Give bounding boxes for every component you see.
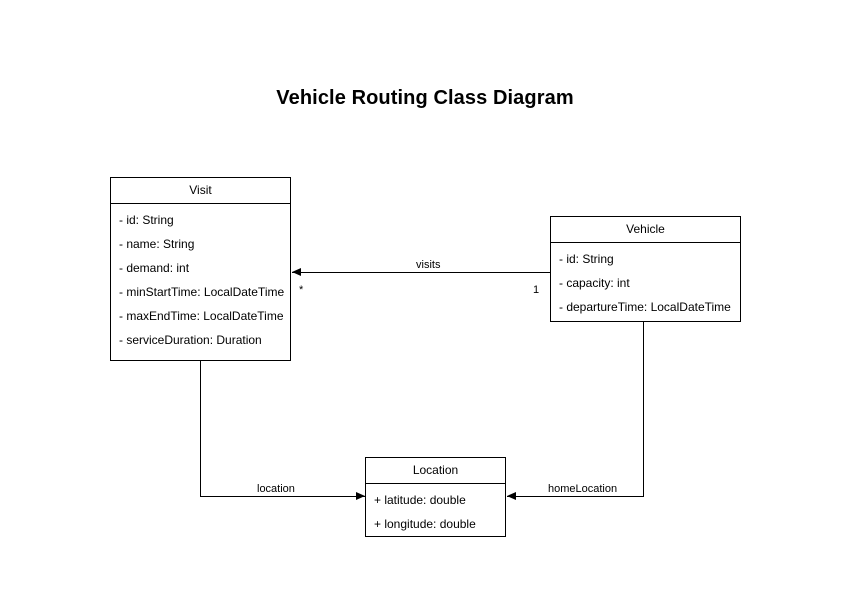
page-title: Vehicle Routing Class Diagram [276, 87, 574, 109]
arrowhead-right-icon [356, 492, 365, 500]
association-line-location-horizontal [200, 496, 366, 497]
class-box-location[interactable]: Location + latitude: double + longitude:… [365, 457, 506, 537]
class-attributes-location: + latitude: double + longitude: double [366, 484, 505, 540]
class-name-location: Location [366, 458, 505, 484]
class-attributes-visit: - id: String - name: String - demand: in… [111, 204, 290, 356]
multiplicity-vehicle-end: 1 [533, 284, 540, 296]
class-attribute: + latitude: double [374, 493, 466, 507]
association-label-visits: visits [413, 259, 444, 272]
class-attribute: - id: String [559, 252, 614, 266]
class-attribute: - capacity: int [559, 276, 630, 290]
association-line-homelocation-vertical [643, 322, 644, 497]
class-attribute: + longitude: double [374, 517, 476, 531]
class-attribute: - departureTime: LocalDateTime [559, 300, 731, 314]
class-attribute: - maxEndTime: LocalDateTime [119, 309, 284, 323]
class-name-vehicle: Vehicle [551, 217, 740, 243]
association-line-visits [292, 272, 550, 273]
class-attribute: - serviceDuration: Duration [119, 333, 262, 347]
arrowhead-left-icon [507, 492, 516, 500]
class-box-vehicle[interactable]: Vehicle - id: String - capacity: int - d… [550, 216, 741, 322]
class-attribute: - demand: int [119, 261, 190, 275]
class-attribute: - name: String [119, 237, 195, 251]
association-line-location-vertical [200, 361, 201, 497]
class-name-visit: Visit [111, 178, 290, 204]
class-attribute: - id: String [119, 213, 174, 227]
association-label-location: location [254, 483, 298, 496]
class-attribute: - minStartTime: LocalDateTime [119, 285, 285, 299]
class-attributes-vehicle: - id: String - capacity: int - departure… [551, 243, 740, 323]
class-box-visit[interactable]: Visit - id: String - name: String - dema… [110, 177, 291, 361]
association-line-homelocation-horizontal [507, 496, 644, 497]
multiplicity-visit-end: * [299, 284, 304, 296]
association-label-homelocation: homeLocation [545, 483, 621, 496]
arrowhead-left-icon [292, 268, 301, 276]
